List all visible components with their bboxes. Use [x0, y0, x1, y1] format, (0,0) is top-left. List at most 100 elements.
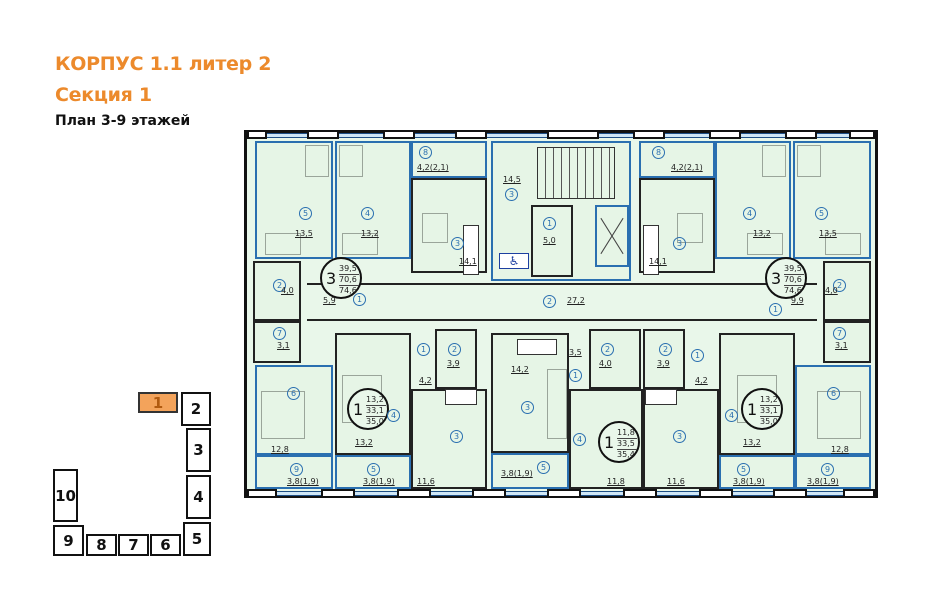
building-title: КОРПУС 1.1 литер 2: [55, 53, 272, 75]
total-area: 33,1: [760, 406, 780, 417]
wall-pier: [383, 130, 415, 139]
room-bedroom: [255, 365, 333, 455]
room-number: 1: [691, 349, 704, 362]
total-area-balcony: 35,0: [760, 417, 778, 426]
room-number: 5: [815, 207, 828, 220]
room-bathroom: [823, 261, 871, 321]
wall-pier: [699, 489, 733, 498]
room-number: 3: [451, 237, 464, 250]
room-lift-lobby: [531, 205, 573, 277]
living-area: 13,2: [760, 395, 780, 406]
room-number: 4: [573, 433, 586, 446]
key-section-3[interactable]: 3: [186, 428, 211, 472]
room-bedroom: [255, 141, 333, 259]
room-area: 5,9: [323, 296, 336, 305]
wall-pier: [547, 130, 599, 139]
bed-icon: [261, 391, 305, 439]
key-section-9[interactable]: 9: [53, 525, 84, 556]
room-loggia: [719, 455, 795, 489]
room-area: 3,8(1,9): [501, 469, 533, 478]
key-section-8[interactable]: 8: [86, 534, 117, 556]
wall-pier: [307, 130, 339, 139]
room-area: 3,8(1,9): [807, 477, 839, 486]
key-section-10[interactable]: 10: [53, 469, 78, 522]
room-number: 1: [543, 217, 556, 230]
room-area: 11,6: [417, 477, 435, 486]
room-area: 14,1: [649, 257, 667, 266]
kitchen-counter-icon: [517, 339, 557, 355]
room-loggia: [639, 141, 715, 178]
key-section-label: 5: [191, 530, 203, 548]
room-area: 3,8(1,9): [287, 477, 319, 486]
section-title: Секция 1: [55, 84, 152, 106]
wall-pier: [321, 489, 355, 498]
key-section-6[interactable]: 6: [150, 534, 181, 556]
apartment-rooms: 1: [604, 433, 615, 452]
room-bathroom: [435, 329, 477, 389]
living-area: 13,2: [366, 395, 386, 406]
key-section-5[interactable]: 5: [183, 522, 211, 556]
room-area: 4,2(2,1): [417, 163, 449, 172]
room-bedroom: [795, 365, 871, 455]
room-area: 13,5: [295, 229, 313, 238]
room-number: 2: [448, 343, 461, 356]
wall-pier: [843, 489, 875, 498]
wall-pier: [455, 130, 487, 139]
dining-table-icon: [677, 213, 703, 243]
room-number: 9: [821, 463, 834, 476]
wall-pier: [849, 130, 875, 139]
room-area: 13,2: [743, 438, 761, 447]
key-section-label: 10: [55, 486, 76, 505]
bed-icon: [817, 391, 861, 439]
bed-icon: [265, 233, 301, 255]
total-area-balcony: 35,0: [366, 417, 384, 426]
total-area: 70,6: [339, 275, 359, 286]
room-number: 7: [273, 327, 286, 340]
wheelchair-icon: ♿: [499, 253, 529, 269]
living-area: 11,8: [617, 428, 637, 439]
room-number: 1: [417, 343, 430, 356]
wall-pier: [633, 130, 665, 139]
bed-icon: [825, 233, 861, 255]
room-number: 4: [743, 207, 756, 220]
kitchen-counter-icon: [645, 389, 677, 405]
wall-pier: [247, 489, 277, 498]
total-area: 70,6: [784, 275, 804, 286]
room-number: 5: [367, 463, 380, 476]
room-loggia: [491, 453, 569, 489]
elevator-shaft: [595, 205, 629, 267]
key-section-2[interactable]: 2: [181, 392, 211, 426]
floor-plan-subtitle: План 3-9 этажей: [55, 113, 191, 129]
total-area: 33,5: [617, 439, 637, 450]
wardrobe-icon: [305, 145, 329, 177]
room-number: 4: [387, 409, 400, 422]
key-section-1[interactable]: 1: [138, 392, 178, 413]
living-area: 39,5: [339, 264, 359, 275]
total-area-balcony: 74,6: [784, 286, 802, 295]
room-area: 3,5: [569, 348, 582, 357]
apartment-rooms: 3: [326, 269, 337, 288]
room-area: 11,6: [667, 477, 685, 486]
room-number: 3: [450, 430, 463, 443]
room-number: 5: [537, 461, 550, 474]
key-section-label: 7: [128, 536, 139, 554]
key-section-label: 9: [63, 531, 74, 550]
room-area: 14,5: [503, 175, 521, 184]
room-number: 4: [361, 207, 374, 220]
room-bathroom: [589, 329, 641, 389]
room-number: 1: [769, 303, 782, 316]
bed-icon: [342, 233, 378, 255]
room-area: 14,2: [511, 365, 529, 374]
room-area: 5,0: [543, 236, 556, 245]
room-area: 3,9: [447, 359, 460, 368]
key-section-4[interactable]: 4: [186, 475, 211, 519]
room-area: 4,0: [825, 286, 838, 295]
key-section-7[interactable]: 7: [118, 534, 149, 556]
room-area: 4,2: [419, 376, 432, 385]
